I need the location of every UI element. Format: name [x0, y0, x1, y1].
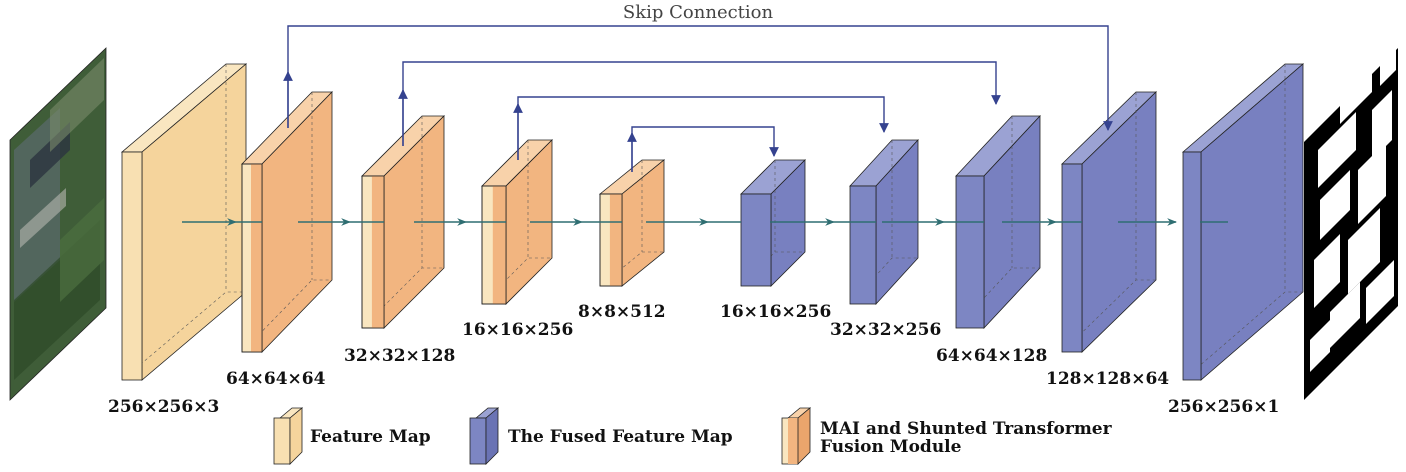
encoder-label-3: 32×32×128: [344, 346, 455, 366]
skip-connection-3: [517, 96, 889, 160]
decoder-label-3: 64×64×128: [936, 346, 1047, 366]
decoder-label-2: 32×32×256: [830, 320, 941, 340]
decoder-label-5: 256×256×1: [1168, 397, 1279, 417]
legend-icon-fused-feature-map: [469, 407, 500, 465]
encoder-block-3-front-outline: [361, 175, 385, 329]
encoder-block-2-fusion-strip: [251, 164, 262, 352]
encoder-block-4: [481, 139, 553, 305]
legend: Feature Map The Fused Feature Map MAI an…: [273, 407, 1113, 465]
decoder-block-5: [1181, 63, 1305, 381]
legend-label-feature-map: Feature Map: [310, 427, 431, 447]
encoder-block-1-front-face: [121, 151, 143, 381]
skip-connection-1: [287, 25, 1113, 131]
input-satellite-image: [9, 47, 107, 401]
legend-icon-feature-map: [273, 407, 304, 465]
encoder-block-2: [241, 91, 333, 353]
feature-blocks: [120, 63, 1305, 381]
decoder-label-4: 128×128×64: [1046, 369, 1169, 389]
skip-connection-4: [631, 126, 779, 172]
decoder-block-1: [740, 159, 806, 287]
decoder-block-4-front-face: [1061, 163, 1083, 353]
encoder-block-2-front-outline: [241, 163, 263, 353]
encoder-label-2: 64×64×64: [226, 369, 326, 389]
encoder-block-5: [598, 159, 666, 287]
legend-icon-fusion-module: [781, 407, 812, 465]
decoder-block-2-front-face: [849, 185, 877, 305]
decoder-block-3: [955, 114, 1041, 330]
encoder-block-4-fusion-strip: [492, 186, 506, 304]
encoder-block-5-fusion-strip: [609, 194, 622, 286]
decoder-block-5-hidden-edge: [1182, 291, 1303, 381]
decoder-block-3-front-face: [955, 175, 985, 329]
legend-label-fusion-module-line1: MAI and Shunted Transformer: [820, 419, 1113, 439]
skip-connection-2: [402, 61, 1001, 146]
encoder-label-5: 8×8×512: [578, 302, 666, 322]
legend-label-fused-feature-map: The Fused Feature Map: [508, 427, 733, 447]
legend-label-fusion-module-line2: Fusion Module: [820, 437, 962, 457]
output-segmentation-mask: [1304, 46, 1398, 400]
encoder-label-4: 16×16×256: [462, 320, 573, 340]
decoder-block-5-front-face: [1182, 151, 1202, 381]
decoder-label-1: 16×16×256: [720, 302, 831, 322]
encoder-block-3-fusion-strip: [371, 176, 384, 328]
encoder-label-1: 256×256×3: [108, 397, 219, 417]
encoder-block-5-front-outline: [599, 193, 623, 287]
encoder-block-4-front-outline: [481, 185, 507, 305]
skip-connections: [283, 25, 1113, 172]
skip-connection-title: Skip Connection: [623, 2, 774, 23]
decoder-block-1-front-face: [740, 193, 772, 287]
